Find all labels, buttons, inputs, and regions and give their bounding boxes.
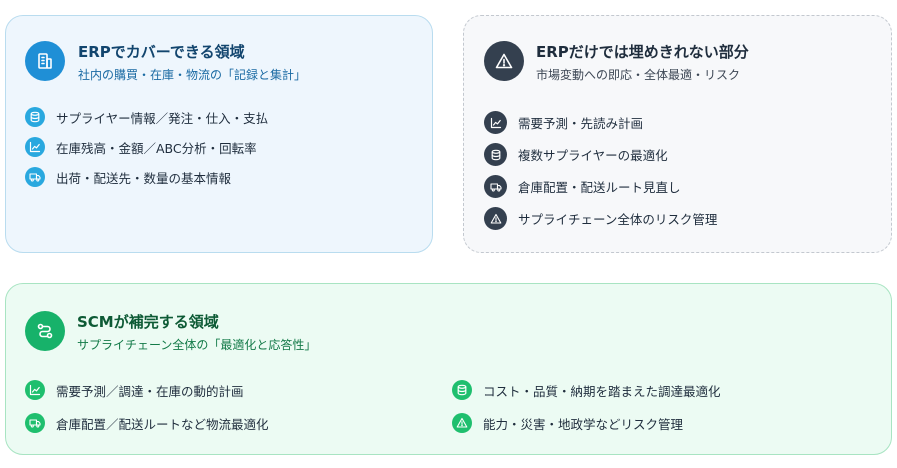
truck-icon (25, 413, 45, 433)
chart-line-icon (25, 380, 45, 400)
route-icon (25, 311, 65, 351)
warning-icon (484, 41, 524, 81)
scm-item-label: 能力・災害・地政学などリスク管理 (483, 416, 684, 432)
scm-item-label: コスト・品質・納期を踏まえた調達最適化 (483, 383, 721, 399)
scm-item: 能力・災害・地政学などリスク管理 (452, 413, 683, 433)
gap-item: 複数サプライヤーの最適化 (484, 143, 668, 166)
building-icon (25, 41, 65, 81)
scm-complement-card: SCMが補完する領域 サプライチェーン全体の「最適化と応答性」 需要予測／調達・… (5, 283, 892, 455)
gap-item-label: 倉庫配置・配送ルート見直し (518, 180, 681, 195)
gap-item: 倉庫配置・配送ルート見直し (484, 175, 681, 198)
scm-item: コスト・品質・納期を踏まえた調達最適化 (452, 380, 721, 400)
gap-item-label: サプライチェーン全体のリスク管理 (518, 212, 718, 227)
gap-card-title: ERPだけでは埋めきれない部分 (536, 43, 749, 61)
database-icon (25, 107, 45, 127)
erp-item: 在庫残高・金額／ABC分析・回転率 (25, 137, 257, 157)
scm-item-label: 需要予測／調達・在庫の動的計画 (56, 383, 244, 399)
erp-item: サプライヤー情報／発注・仕入・支払 (25, 107, 268, 127)
erp-item: 出荷・配送先・数量の基本情報 (25, 167, 231, 187)
database-icon (452, 380, 472, 400)
erp-item-label: サプライヤー情報／発注・仕入・支払 (56, 110, 269, 126)
gap-card-subtitle: 市場変動への即応・全体最適・リスク (536, 68, 741, 82)
gap-item: サプライチェーン全体のリスク管理 (484, 207, 717, 230)
gap-item: 需要予測・先読み計画 (484, 111, 643, 134)
chart-line-icon (25, 137, 45, 157)
erp-card-subtitle: 社内の購買・在庫・物流の「記録と集計」 (78, 68, 307, 82)
warning-icon (484, 207, 507, 230)
erp-item-label: 出荷・配送先・数量の基本情報 (56, 170, 232, 186)
gap-item-label: 需要予測・先読み計画 (518, 116, 644, 131)
truck-icon (484, 175, 507, 198)
warning-icon (452, 413, 472, 433)
erp-gap-card: ERPだけでは埋めきれない部分 市場変動への即応・全体最適・リスク 需要予測・先… (463, 15, 892, 253)
scm-item-label: 倉庫配置／配送ルートなど物流最適化 (56, 416, 269, 432)
truck-icon (25, 167, 45, 187)
scm-card-title: SCMが補完する領域 (77, 313, 219, 331)
scm-card-subtitle: サプライチェーン全体の「最適化と応答性」 (77, 338, 317, 352)
erp-coverage-card: ERPでカバーできる領域 社内の購買・在庫・物流の「記録と集計」 サプライヤー情… (5, 15, 433, 253)
erp-item-label: 在庫残高・金額／ABC分析・回転率 (56, 140, 257, 156)
database-icon (484, 143, 507, 166)
erp-card-title: ERPでカバーできる領域 (78, 43, 245, 61)
scm-item: 倉庫配置／配送ルートなど物流最適化 (25, 413, 269, 433)
chart-line-icon (484, 111, 507, 134)
scm-item: 需要予測／調達・在庫の動的計画 (25, 380, 244, 400)
gap-item-label: 複数サプライヤーの最適化 (518, 148, 668, 163)
